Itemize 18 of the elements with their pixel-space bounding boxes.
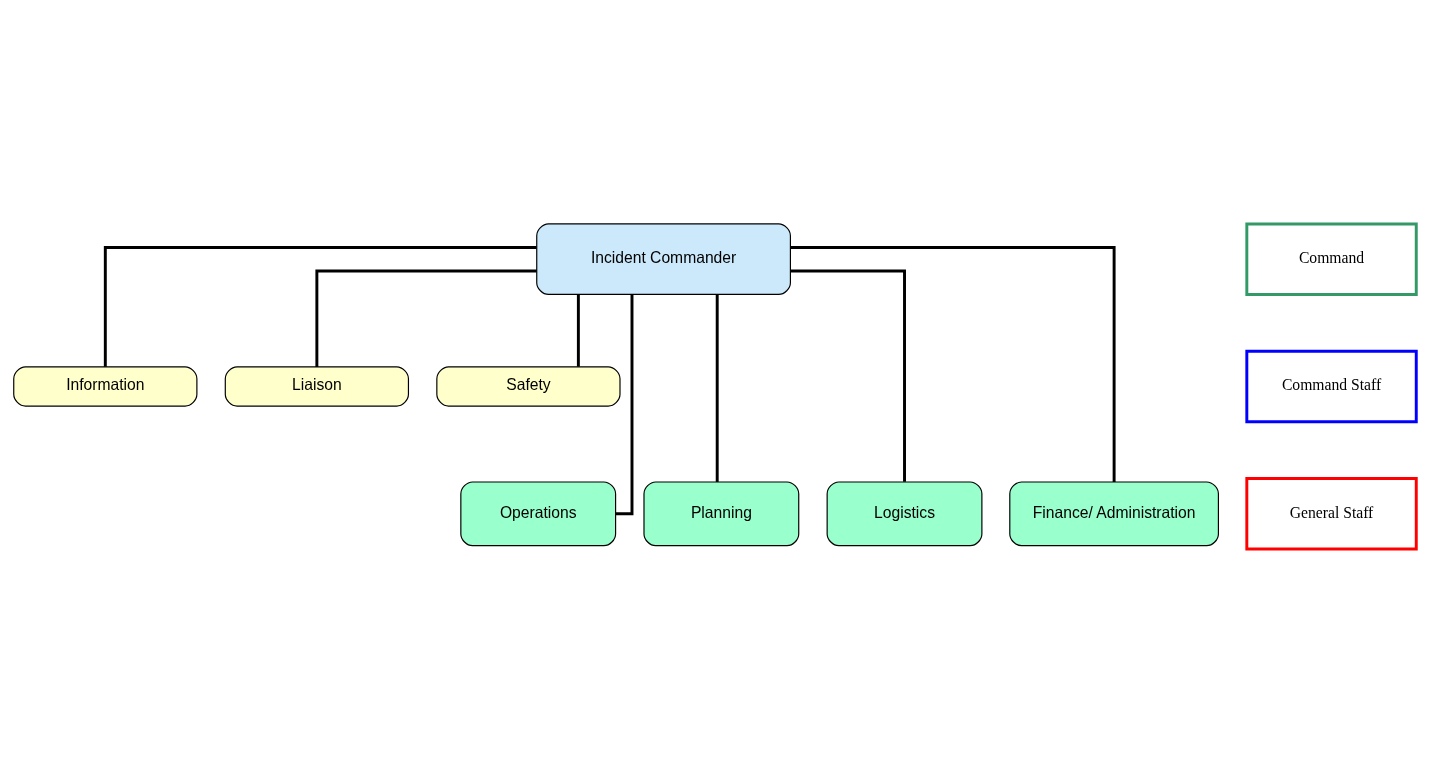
node-box: Logistics [826,480,983,546]
connector [576,294,580,367]
node-box: Finance/ Administration [1009,480,1219,546]
node-box: Information [13,365,198,407]
node-box: Planning [643,480,800,546]
connector [103,245,537,367]
connector [715,294,719,482]
connector [615,294,634,515]
node-box: Operations [460,480,617,546]
node-box: Incident Commander [536,222,791,295]
label: Command Staff [1281,375,1382,393]
connector [790,268,906,482]
connector [315,268,537,367]
label: Command [1298,248,1365,266]
node-box: Liaison [224,365,410,407]
connector [790,245,1116,482]
node-box: Safety [436,365,621,407]
label: General Staff [1289,503,1374,521]
